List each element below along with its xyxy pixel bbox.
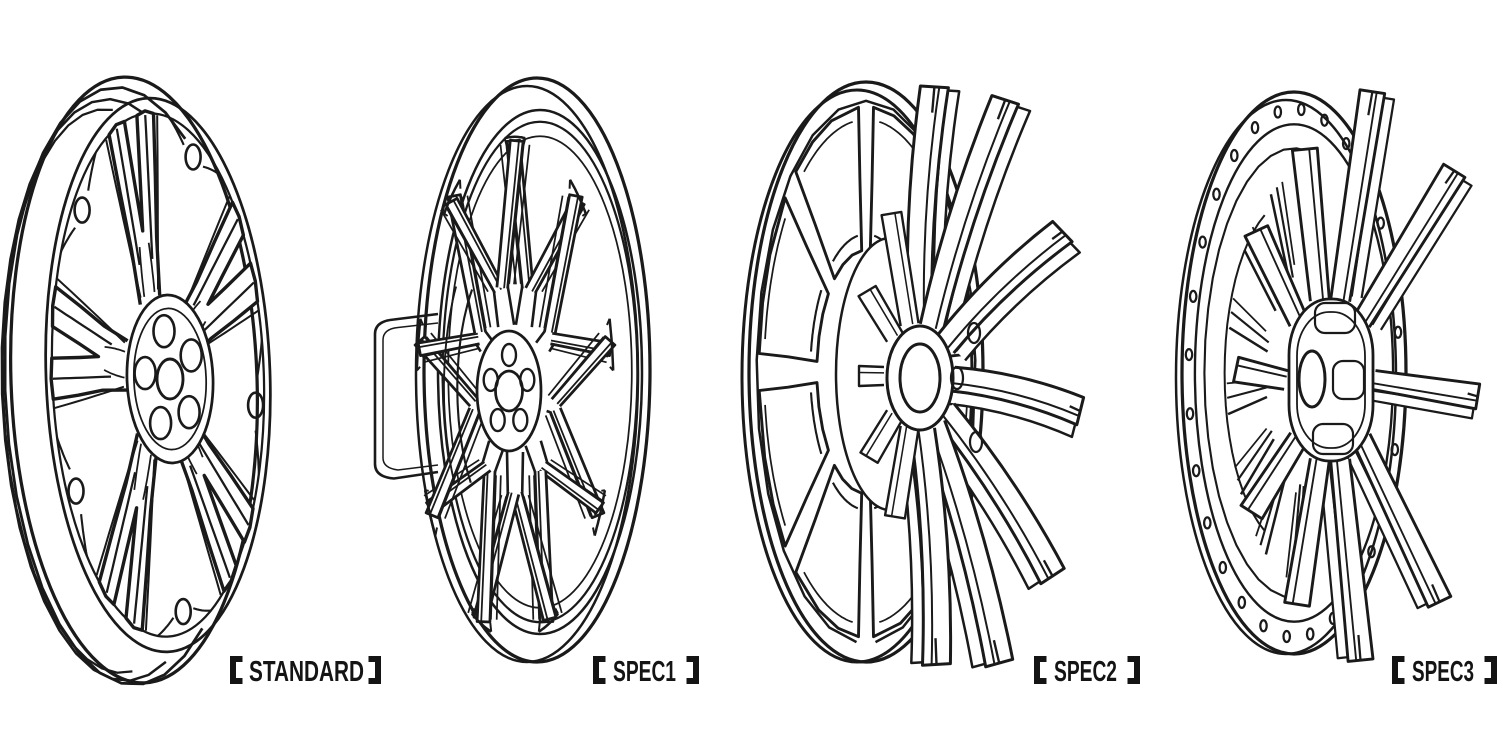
svg-text:STANDARD: STANDARD [249,656,364,688]
svg-text:SPEC2: SPEC2 [1054,656,1117,688]
svg-text:SPEC3: SPEC3 [1412,656,1474,688]
svg-text:SPEC1: SPEC1 [613,656,676,688]
